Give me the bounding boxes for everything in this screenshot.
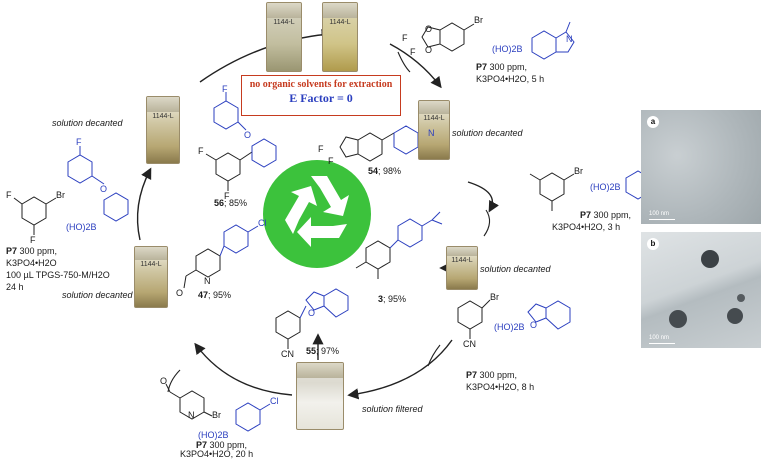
label-decanted-2: solution decanted xyxy=(480,264,551,274)
ring-54-b xyxy=(393,125,419,155)
atom-f-56b: F xyxy=(224,191,230,201)
conditions-step3: P7 300 ppm, xyxy=(466,370,518,380)
label-filtered: solution filtered xyxy=(362,404,423,414)
boronic-chlorophenyl: (HO)2B xyxy=(198,430,229,440)
arrow-left-up xyxy=(136,167,152,241)
tem-image-b: b 100 nm xyxy=(641,232,761,348)
atom-f-54a: F xyxy=(318,144,324,154)
atom-n-pyridine: N xyxy=(188,410,195,420)
conditions-step2-base: K3PO4•H2O, 3 h xyxy=(552,222,621,232)
boronic-left: (HO)2B xyxy=(66,222,97,232)
ring-3-b xyxy=(397,218,423,248)
ring-phenyl-boronic xyxy=(103,192,129,222)
atom-br-3: Br xyxy=(490,292,499,302)
tem-image-a: a 100 nm xyxy=(641,110,761,224)
product-54: 54; 98% xyxy=(368,166,402,176)
atom-o-benzofuran: O xyxy=(530,320,538,330)
recycle-symbol xyxy=(263,160,371,268)
atom-f-left-1: F xyxy=(6,190,12,200)
atom-o-1: O xyxy=(425,24,433,34)
vial-47: 1144-L xyxy=(134,246,168,308)
conditions-step5-extra1: 100 µL TPGS-750-M/H2O xyxy=(6,270,110,280)
arrow-top-right xyxy=(199,29,333,83)
vial-filtered xyxy=(296,362,344,430)
atom-o-2: O xyxy=(425,45,433,55)
boronic-benzofuran: (HO)2B xyxy=(494,322,525,332)
atom-f-54b: F xyxy=(328,156,334,166)
conditions-step2: P7 300 ppm, xyxy=(580,210,632,220)
atom-f-2: F xyxy=(410,47,416,57)
product-55: 55; 97% xyxy=(306,346,340,356)
atom-o-56: O xyxy=(244,130,252,140)
ring-56-a xyxy=(215,152,241,182)
atom-f-benzyl: F xyxy=(76,137,82,147)
atom-o-aldehyde: O xyxy=(160,376,168,386)
atom-n-indole: N xyxy=(566,34,573,44)
atom-br-2: Br xyxy=(574,166,583,176)
e-factor-box: no organic solvents for extraction E Fac… xyxy=(241,75,401,116)
product-3: 3; 95% xyxy=(378,294,407,304)
ring-47-b xyxy=(223,224,249,254)
arrow-bottom-left xyxy=(194,342,293,396)
conditions-step4: P7 300 ppm, xyxy=(196,440,248,450)
atom-cn-1: CN xyxy=(463,339,476,349)
atom-cl-1: Cl xyxy=(270,396,279,406)
ring-55-a xyxy=(275,310,301,340)
atom-br-5: Br xyxy=(56,190,65,200)
label-decanted-3: solution decanted xyxy=(52,118,123,128)
ring-chlorophenyl-boronic xyxy=(235,402,261,432)
ring-dimethylbromobenzene xyxy=(539,172,565,202)
vial-54: 1144-L xyxy=(418,100,450,160)
conditions-step5: P7 300 ppm, xyxy=(6,246,58,256)
no-organic-solvents-text: no organic solvents for extraction xyxy=(249,79,393,90)
boronic-indole: (HO)2B xyxy=(492,44,523,54)
atom-n-54: N xyxy=(428,128,435,138)
arrow-top-right-2 xyxy=(389,43,442,89)
arrow-right-down xyxy=(467,181,499,213)
label-decanted-1: solution decanted xyxy=(452,128,523,138)
conditions-step1: P7 300 ppm, xyxy=(476,62,528,72)
vial-top-right: 1144-L xyxy=(322,2,358,72)
arrow-down-to-filtered xyxy=(347,339,453,400)
atom-f-56a: F xyxy=(198,146,204,156)
atom-o-55: O xyxy=(308,308,316,318)
ring-difluorobromobenzene xyxy=(21,196,47,226)
ring-47-a xyxy=(195,248,221,278)
conditions-step5-base: K3PO4•H2O xyxy=(6,258,57,268)
atom-f-56c: F xyxy=(222,84,228,94)
atom-cl-47: Cl xyxy=(258,218,267,228)
atom-cn-55: CN xyxy=(281,349,294,359)
ring-indole-boronic xyxy=(531,30,557,60)
atom-f-left-2: F xyxy=(30,235,36,245)
vial-56: 1144-L xyxy=(146,96,180,164)
ring-54-a xyxy=(357,132,383,162)
vial-3: 1144-L xyxy=(446,246,478,290)
ring-bromobenzonitrile xyxy=(457,300,483,330)
conditions-step3-base: K3PO4•H2O, 8 h xyxy=(466,382,535,392)
conditions-step5-extra2: 24 h xyxy=(6,282,24,292)
label-decanted-4: solution decanted xyxy=(62,290,133,300)
conditions-step4-base: K3PO4•H2O, 20 h xyxy=(180,449,254,459)
atom-o-benzyl: O xyxy=(100,184,108,194)
ring-3-a xyxy=(365,240,391,270)
product-56: 56; 85% xyxy=(214,198,248,208)
atom-f-1: F xyxy=(402,33,408,43)
vial-top-left: 1144-L xyxy=(266,2,302,72)
product-47: 47; 95% xyxy=(198,290,232,300)
atom-o-47: O xyxy=(176,288,184,298)
e-factor-text: E Factor = 0 xyxy=(289,91,353,105)
ring-difluorobenzodioxole-br xyxy=(439,22,465,52)
ring-56-c xyxy=(213,100,239,130)
cycle-arrows xyxy=(136,29,499,400)
conditions-step1-base: K3PO4•H2O, 5 h xyxy=(476,74,545,84)
ring-fluorobenzyl xyxy=(67,154,93,184)
atom-br-1: Br xyxy=(474,15,483,25)
atom-n-47: N xyxy=(204,276,211,286)
atom-br-4: Br xyxy=(212,410,221,420)
boronic-tbu: (HO)2B xyxy=(590,182,621,192)
ring-56-b xyxy=(251,138,277,168)
